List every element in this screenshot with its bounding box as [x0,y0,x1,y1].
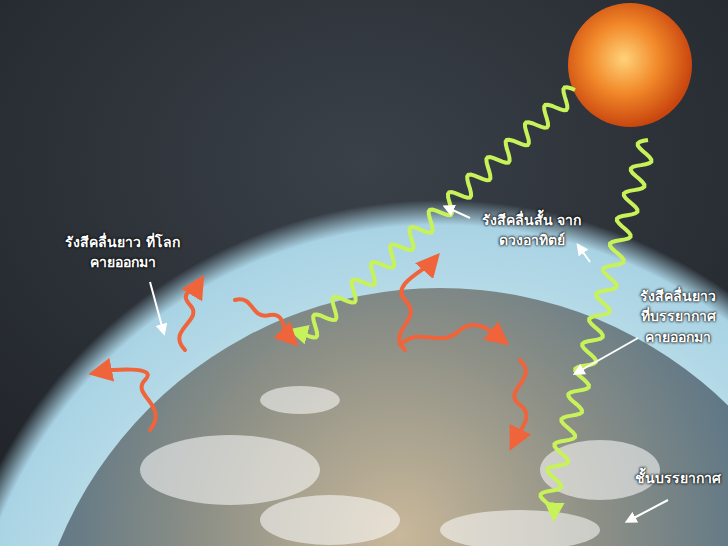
annotation-label: รังสีคลื่นยาว ที่โลกคายออกมา [55,232,190,273]
shortwave-ray [541,140,652,513]
annotation-label: รังสีคลื่นสั้น จากดวงอาทิตย์ [474,210,589,251]
annotation-label: ชั้นบรรยากาศ [634,468,722,488]
annotation-label: รังสีคลื่นยาว ที่บรรยากาศ คายออกมา [634,286,722,347]
